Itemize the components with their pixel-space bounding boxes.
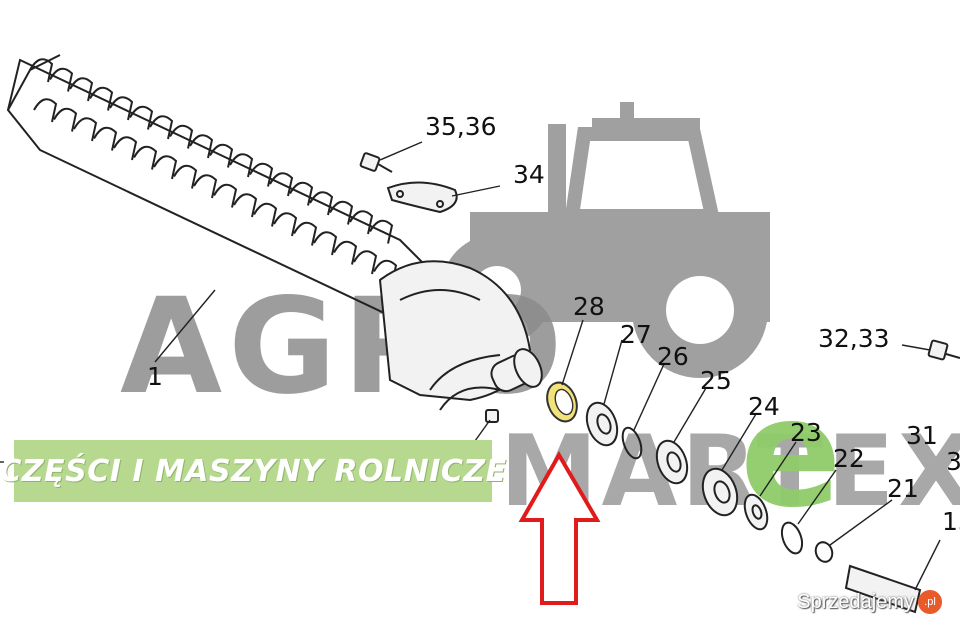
rotor-tine (369, 219, 398, 284)
part-label-26: 26 (657, 342, 689, 371)
part-label-23: 23 (790, 418, 822, 447)
rotor-tine (349, 210, 378, 275)
part-label-13: 13 (942, 507, 960, 536)
part-label-25: 25 (700, 366, 732, 395)
rotor-tine (109, 96, 138, 161)
rotor-tine (49, 67, 78, 132)
bearing-27 (585, 401, 619, 447)
site-watermark: Sprzedajemy .pl (797, 590, 942, 614)
part-label-27: 27 (620, 320, 652, 349)
part-label-22: 22 (833, 444, 865, 473)
bracket-34 (386, 181, 458, 214)
site-watermark-text: Sprzedajemy (797, 590, 914, 613)
rotor-tine (309, 191, 338, 256)
part-label-35-36: 35,36 (425, 112, 497, 141)
part-label-1: 1 (147, 362, 163, 391)
rotor-tine (229, 153, 258, 218)
part-labels: 35,36 34 1 3 28 27 26 25 24 23 22 21 32,… (147, 112, 960, 536)
highlighted-ring-28 (546, 381, 578, 423)
rotor-tine (209, 143, 238, 208)
part-label-31: 31 (906, 421, 938, 450)
washer-23 (743, 493, 769, 531)
rotor-tine (149, 115, 178, 180)
promo-banner: CZĘŚCI I MASZYNY ROLNICZE (0, 440, 506, 502)
nut-3 (485, 409, 499, 423)
rotor-tine (69, 77, 98, 142)
part-label-34: 34 (513, 160, 545, 189)
bearing-25 (655, 439, 689, 485)
rotor-tine (89, 86, 118, 151)
rotor-tine (289, 181, 318, 246)
rotor-tine (29, 58, 58, 123)
part-label-32-33: 32,33 (818, 324, 890, 353)
red-arrow-pointer (518, 450, 601, 605)
bearing-24 (701, 467, 739, 517)
circlip-26 (621, 426, 643, 460)
bolt-32-33 (927, 339, 960, 361)
rotor-tine (329, 200, 358, 265)
part-label-21: 21 (887, 474, 919, 503)
part-label-3-right: 3 (946, 447, 960, 476)
bolt-35-36 (359, 152, 393, 173)
circlip-22 (780, 521, 804, 555)
ring-21 (814, 541, 834, 563)
part-label-28: 28 (573, 292, 605, 321)
shaft-13 (844, 564, 922, 614)
part-label-24: 24 (748, 392, 780, 421)
rotor-tine (169, 124, 198, 189)
rotor-tine (129, 105, 158, 170)
rotor-tine (249, 162, 278, 227)
rotor-tine (189, 134, 218, 199)
rotor-tine (269, 172, 298, 237)
rotor-assembly (6, 54, 543, 411)
promo-banner-text: CZĘŚCI I MASZYNY ROLNICZE (0, 453, 507, 489)
site-logo-icon: .pl (918, 590, 942, 614)
